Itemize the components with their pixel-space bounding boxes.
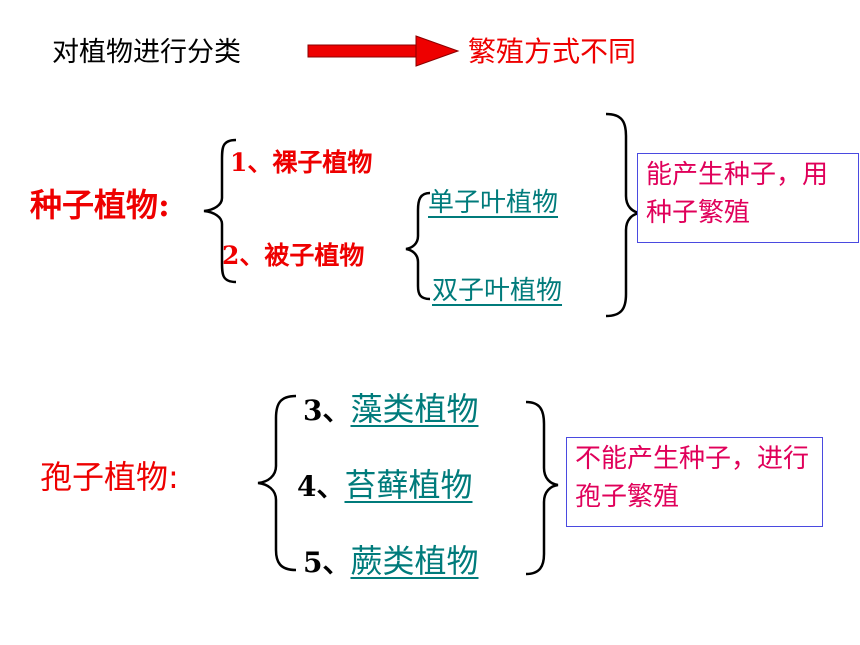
- moss-item: 4、苔藓植物: [297, 460, 473, 506]
- spore-note-box: 不能产生种子，进行孢子繁殖: [566, 437, 823, 527]
- item-number: 3、: [303, 394, 351, 427]
- seed-left-brace: [203, 138, 237, 284]
- monocot-link[interactable]: 单子叶植物: [428, 188, 559, 218]
- red-arrow-icon: [307, 35, 460, 67]
- reproduction-method-label: 繁殖方式不同: [468, 35, 637, 68]
- spore-left-brace: [257, 394, 297, 572]
- dicot-link[interactable]: 双子叶植物: [432, 276, 563, 306]
- seed-right-brace: [605, 112, 641, 318]
- gymnosperm-label: 1、裸子植物: [230, 148, 373, 177]
- spore-right-brace: [525, 400, 559, 576]
- seed-plants-title: 种子植物:: [30, 186, 170, 224]
- angiosperm-sub-brace: [405, 191, 431, 301]
- algae-item: 3、藻类植物: [303, 384, 479, 430]
- moss-link[interactable]: 苔藓植物: [344, 466, 473, 504]
- fern-link[interactable]: 蕨类植物: [350, 542, 479, 580]
- seed-note-box: 能产生种子，用种子繁殖: [637, 153, 859, 243]
- angiosperm-label: 2、被子植物: [222, 241, 365, 270]
- spore-plants-title: 孢子植物:: [40, 458, 179, 496]
- item-number: 4、: [297, 470, 345, 503]
- algae-link[interactable]: 藻类植物: [350, 390, 479, 428]
- intro-text: 对植物进行分类: [52, 37, 241, 68]
- fern-item: 5、蕨类植物: [303, 536, 479, 582]
- item-number: 5、: [303, 546, 351, 579]
